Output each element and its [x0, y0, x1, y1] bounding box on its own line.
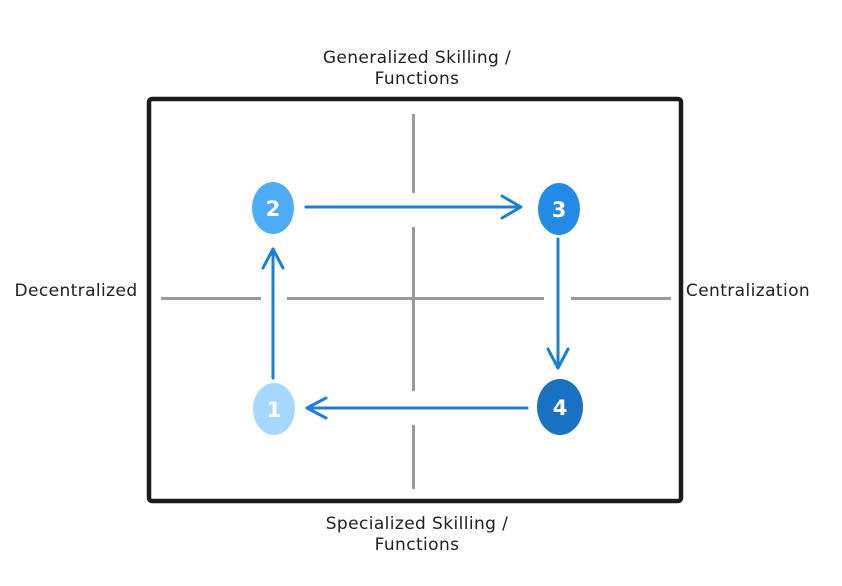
- node-3-circle: [538, 183, 580, 235]
- right-axis-label: Centralization: [686, 281, 810, 301]
- arrow-4-to-1: [305, 396, 529, 420]
- bottom-axis-label-line2: Functions: [375, 535, 460, 555]
- left-axis-label: Decentralized: [14, 281, 137, 301]
- node-2-label: 2: [266, 197, 281, 221]
- node-3: 3: [538, 183, 580, 235]
- top-axis-label-line2: Functions: [375, 69, 460, 89]
- node-4-label: 4: [553, 396, 568, 420]
- bottom-axis-label-line1: Specialized Skilling /: [326, 514, 509, 534]
- node-3-label: 3: [552, 198, 567, 222]
- node-2-circle: [252, 182, 294, 234]
- top-axis-label-line1: Generalized Skilling /: [323, 48, 511, 68]
- arrow-up-head-icon: [261, 247, 285, 270]
- arrow-1-to-2: [261, 247, 285, 380]
- node-4: 4: [537, 379, 583, 435]
- arrow-2-to-3: [304, 194, 523, 220]
- node-1-circle: [253, 383, 295, 435]
- node-1: 1: [253, 383, 295, 435]
- arrow-down-head-icon: [546, 347, 570, 370]
- arrow-3-to-4: [546, 237, 570, 370]
- node-1-label: 1: [267, 398, 282, 422]
- node-4-circle: [537, 379, 583, 435]
- quadrant-box: [146, 96, 684, 504]
- node-2: 2: [252, 182, 294, 234]
- arrow-right-head-icon: [500, 194, 523, 220]
- arrow-left-head-icon: [305, 396, 328, 420]
